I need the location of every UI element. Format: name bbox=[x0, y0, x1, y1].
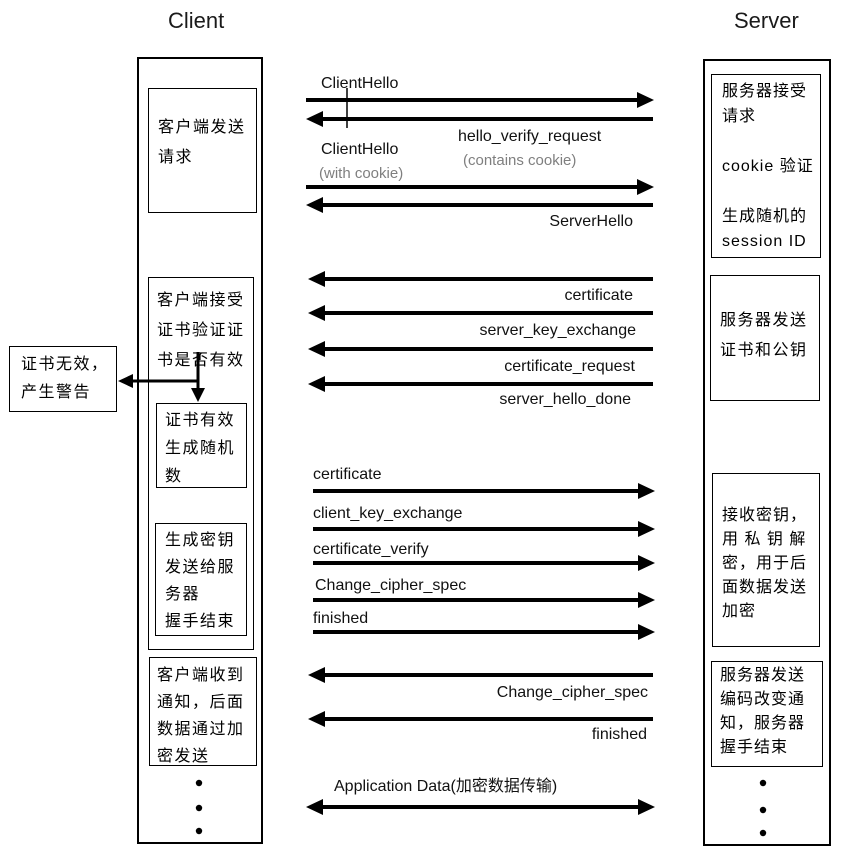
label-client-key-exchange: client_key_exchange bbox=[313, 505, 463, 522]
server-accept-request-text: 服务器接受 请求 cookie 验证 生成随机的 session ID bbox=[722, 83, 814, 250]
server-send-ccs-text: 服务器发送 编码改变通 知，服务器 握手结束 bbox=[720, 667, 806, 756]
cert-valid-text: 证书有效 生成随机 数 bbox=[165, 412, 236, 485]
client-title: Client bbox=[168, 8, 225, 33]
arrow-clienthello-1 bbox=[306, 92, 654, 108]
arrow-finished-server bbox=[308, 711, 653, 727]
arrow-certificate-request bbox=[308, 341, 653, 357]
label-certificate-request: certificate_request bbox=[504, 358, 635, 375]
arrow-server-hello-done bbox=[308, 376, 653, 392]
arrow-client-key-exchange bbox=[313, 521, 655, 537]
server-lifeline-box bbox=[703, 59, 831, 846]
server-send-cert-text: 服务器发送 证书和公钥 bbox=[720, 312, 808, 359]
gen-key-text: 生成密钥 发送给服 务器 握手结束 bbox=[165, 532, 236, 630]
client-send-request-text: 客户端发送 请求 bbox=[158, 119, 246, 166]
arrow-application-data bbox=[306, 799, 655, 815]
arrow-server-key-exchange bbox=[308, 305, 653, 321]
label-contains-cookie-note: (contains cookie) bbox=[463, 152, 577, 169]
server-send-cert-box: 服务器发送 证书和公钥 bbox=[710, 275, 820, 401]
client-received-notice-text: 客户端收到 通知，后面 数据通过加 密发送 bbox=[157, 667, 245, 765]
label-clienthello-1: ClientHello bbox=[321, 75, 399, 92]
label-server-key-exchange: server_key_exchange bbox=[479, 322, 636, 339]
client-send-request-box: 客户端发送 请求 bbox=[148, 88, 257, 213]
server-receive-key-box: 接收密钥， 用 私 钥 解 密，用于后 面数据发送 加密 bbox=[712, 473, 820, 647]
arrow-serverhello bbox=[306, 197, 653, 213]
client-received-notice-box: 客户端收到 通知，后面 数据通过加 密发送 bbox=[149, 657, 257, 766]
label-clienthello-2: ClientHello bbox=[321, 141, 399, 158]
label-certificate-verify: certificate_verify bbox=[313, 541, 429, 558]
label-change-cipher-spec-server: Change_cipher_spec bbox=[496, 684, 648, 701]
client-accept-cert-box: 客户端接受 证书验证证 书是否有效 bbox=[148, 277, 254, 650]
label-certificate-client: certificate bbox=[313, 466, 382, 483]
arrow-certificate-server bbox=[308, 271, 653, 287]
label-server-hello-done: server_hello_done bbox=[499, 391, 631, 408]
arrow-certificate-client bbox=[313, 483, 655, 499]
label-with-cookie-note: (with cookie) bbox=[319, 165, 404, 182]
cert-invalid-warning-box: 证书无效， 产生警告 bbox=[9, 346, 117, 412]
arrow-change-cipher-spec-server bbox=[308, 667, 653, 683]
client-lifeline-box bbox=[137, 57, 263, 844]
server-accept-request-box: 服务器接受 请求 cookie 验证 生成随机的 session ID bbox=[711, 74, 821, 258]
label-finished-server: finished bbox=[591, 726, 647, 743]
label-serverhello: ServerHello bbox=[549, 213, 633, 230]
label-finished-client: finished bbox=[313, 610, 369, 627]
server-receive-key-text: 接收密钥， 用 私 钥 解 密，用于后 面数据发送 加密 bbox=[722, 507, 808, 620]
server-send-ccs-box: 服务器发送 编码改变通 知，服务器 握手结束 bbox=[711, 661, 823, 767]
cert-invalid-warning-text: 证书无效， 产生警告 bbox=[21, 356, 109, 401]
server-title: Server bbox=[734, 8, 799, 33]
arrow-hello-verify-request bbox=[306, 111, 653, 127]
label-change-cipher-spec-client: Change_cipher_spec bbox=[315, 577, 467, 594]
label-hello-verify-request: hello_verify_request bbox=[458, 128, 602, 145]
label-application-data: Application Data(加密数据传输) bbox=[334, 778, 558, 795]
client-accept-cert-text: 客户端接受 证书验证证 书是否有效 bbox=[157, 292, 245, 369]
label-certificate-server: certificate bbox=[564, 287, 633, 304]
gen-key-box: 生成密钥 发送给服 务器 握手结束 bbox=[155, 523, 247, 636]
cert-valid-box: 证书有效 生成随机 数 bbox=[156, 403, 247, 488]
